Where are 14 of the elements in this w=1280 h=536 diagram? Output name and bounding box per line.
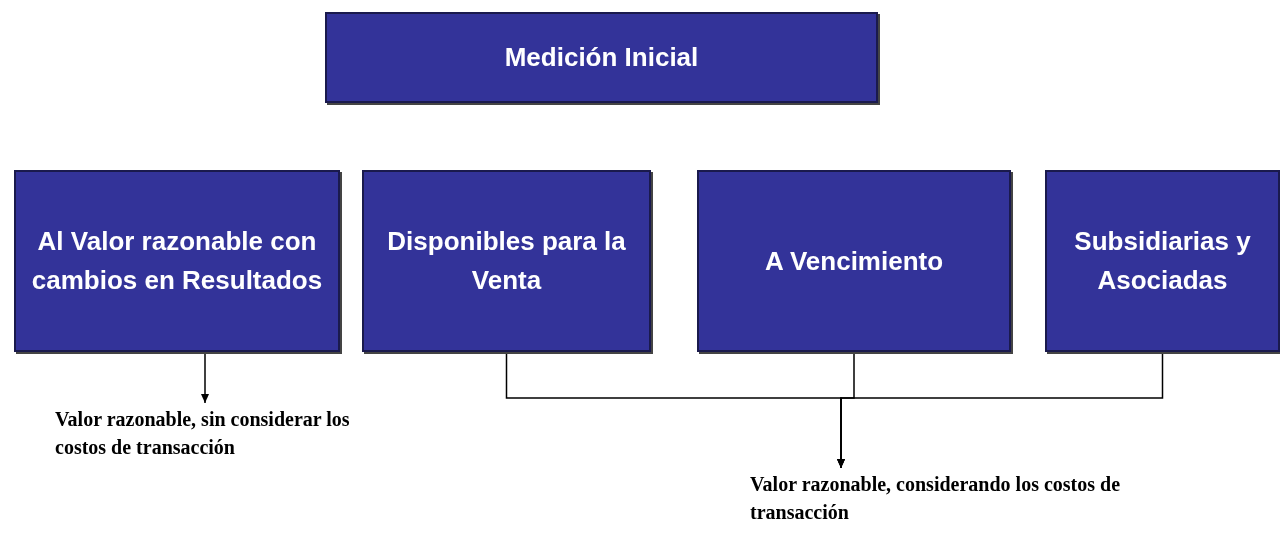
category-box xyxy=(14,170,340,352)
note-text: Valor razonable, sin considerar los costos de transacción xyxy=(55,407,351,460)
box-label: Al Valor razonable con cambios en Resultados xyxy=(30,225,324,297)
box-label: A Vencimiento xyxy=(764,244,944,278)
connector-arrow xyxy=(837,351,1164,469)
box-label: Disponibles para la Venta xyxy=(386,225,627,297)
box-label: Subsidiarias y Asociadas xyxy=(1073,225,1252,297)
category-box xyxy=(362,170,651,352)
connector-arrow xyxy=(201,351,209,404)
category-box xyxy=(325,12,878,103)
box-label: Medición Inicial xyxy=(504,41,699,74)
category-box xyxy=(1045,170,1280,352)
note-text: Valor razonable, considerando los costos de transacción xyxy=(750,472,1122,525)
category-box xyxy=(697,170,1011,352)
